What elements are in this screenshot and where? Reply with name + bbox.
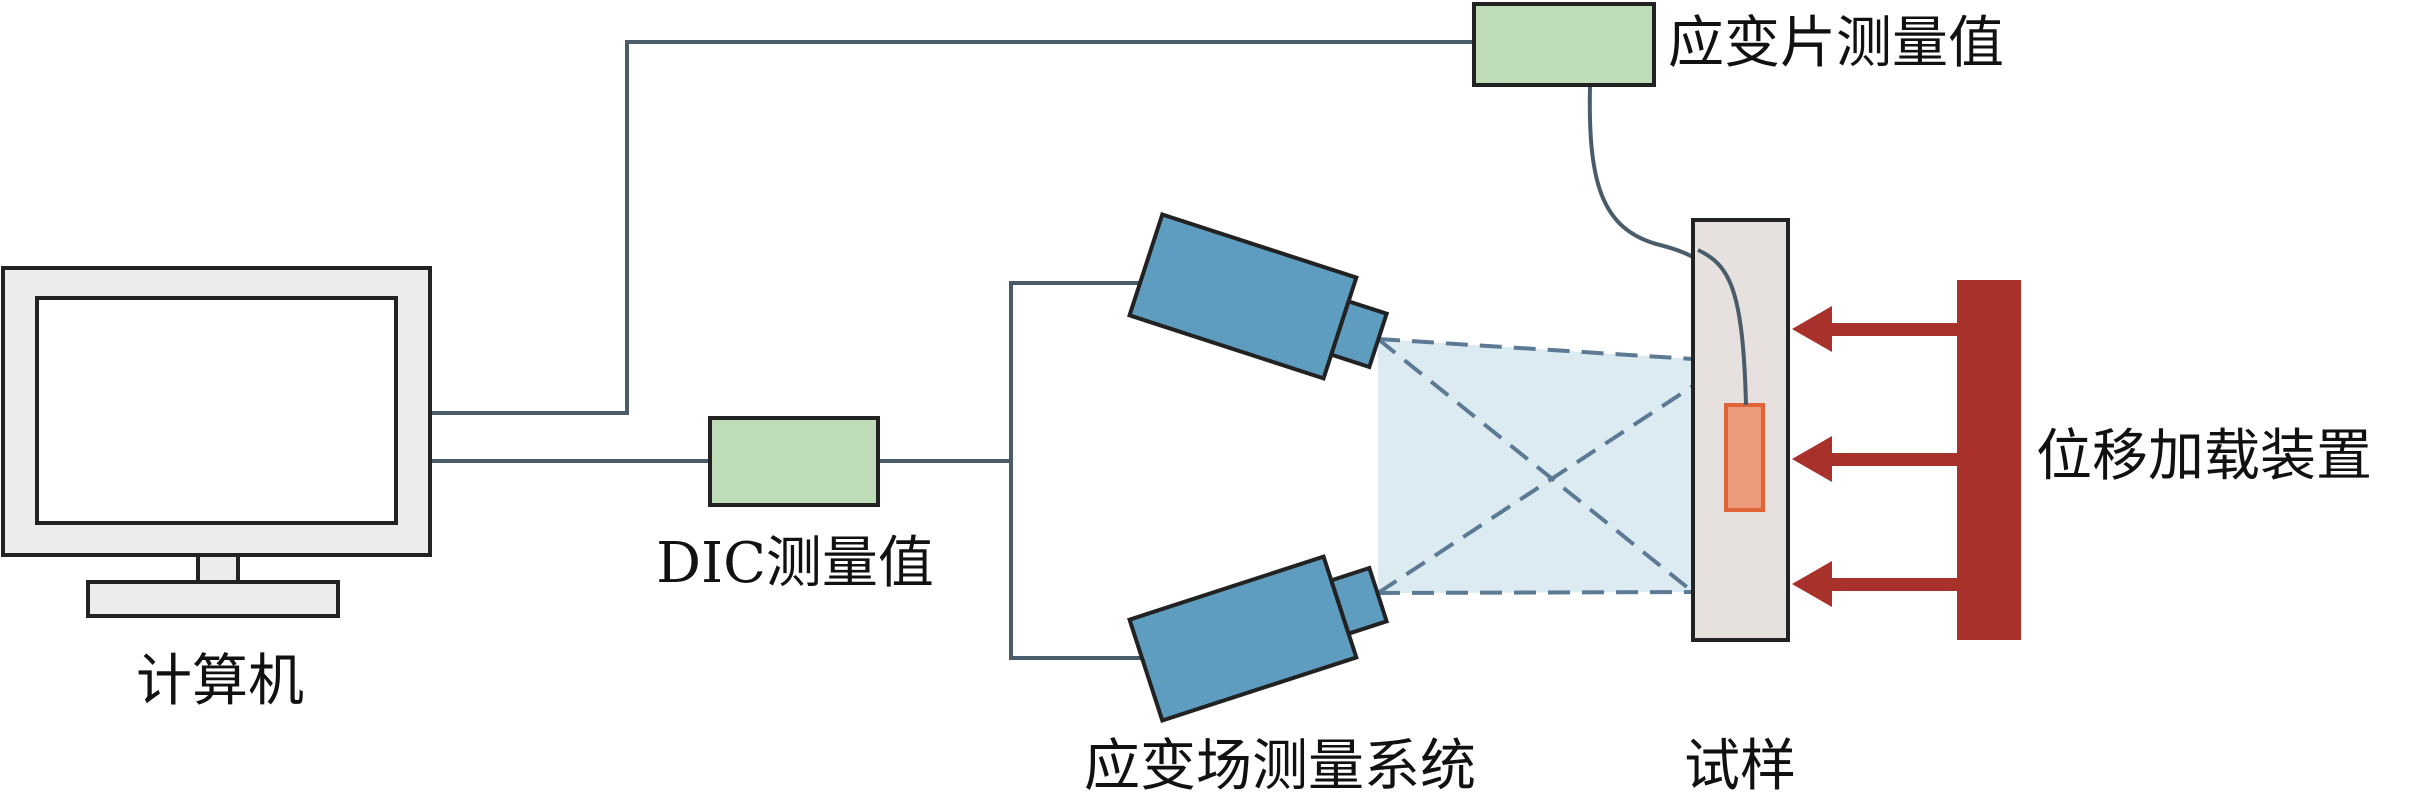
specimen-label: 试样 xyxy=(1684,734,1796,795)
monitor-screen xyxy=(35,296,398,525)
load-arrow-head-bottom xyxy=(1792,561,1832,607)
lower-camera-lens xyxy=(1328,565,1390,637)
load-arrow-shaft-bottom xyxy=(1822,578,1957,591)
load-arrow-shaft-middle xyxy=(1822,453,1957,466)
dic-value-module xyxy=(708,416,880,507)
computer-label: 计算机 xyxy=(136,649,304,714)
strain-field-system-label: 应变场测量系统 xyxy=(1084,734,1476,795)
monitor-neck xyxy=(196,553,240,584)
upper-camera-view-area xyxy=(1378,339,1693,593)
strain-gauge xyxy=(1724,403,1765,512)
camera-split-wire xyxy=(1009,281,1149,660)
upper-camera-lens xyxy=(1328,298,1390,370)
lower-camera-view-ray-top xyxy=(1376,384,1695,595)
wiring xyxy=(430,40,1748,660)
load-arrow-head-top xyxy=(1792,306,1832,352)
monitor-stand xyxy=(86,580,340,618)
lower-camera-view-ray-bottom xyxy=(1377,590,1694,595)
load-arrow-shaft-top xyxy=(1822,323,1957,336)
loading-bar xyxy=(1957,280,2021,640)
upper-camera-body xyxy=(1127,212,1359,381)
loading-device-label: 位移加载装置 xyxy=(2036,424,2372,489)
strain-gauge-value-label: 应变片测量值 xyxy=(1668,11,2004,76)
computer xyxy=(1,266,432,618)
dic-value-label: DIC测量值 xyxy=(656,531,934,596)
lower-camera xyxy=(1127,554,1390,723)
load-arrow-head-middle xyxy=(1792,436,1832,482)
camera-field-of-view xyxy=(1376,337,1695,595)
gauge-lead-wire-overlay xyxy=(1697,248,1748,406)
strain-gauge-module xyxy=(1472,2,1656,87)
loading-device xyxy=(1792,280,2021,640)
upper-camera-view-ray-top xyxy=(1377,337,1694,361)
lower-camera-body xyxy=(1127,554,1359,723)
upper-camera xyxy=(1127,212,1390,381)
strain-gauge-wire xyxy=(430,40,1474,415)
